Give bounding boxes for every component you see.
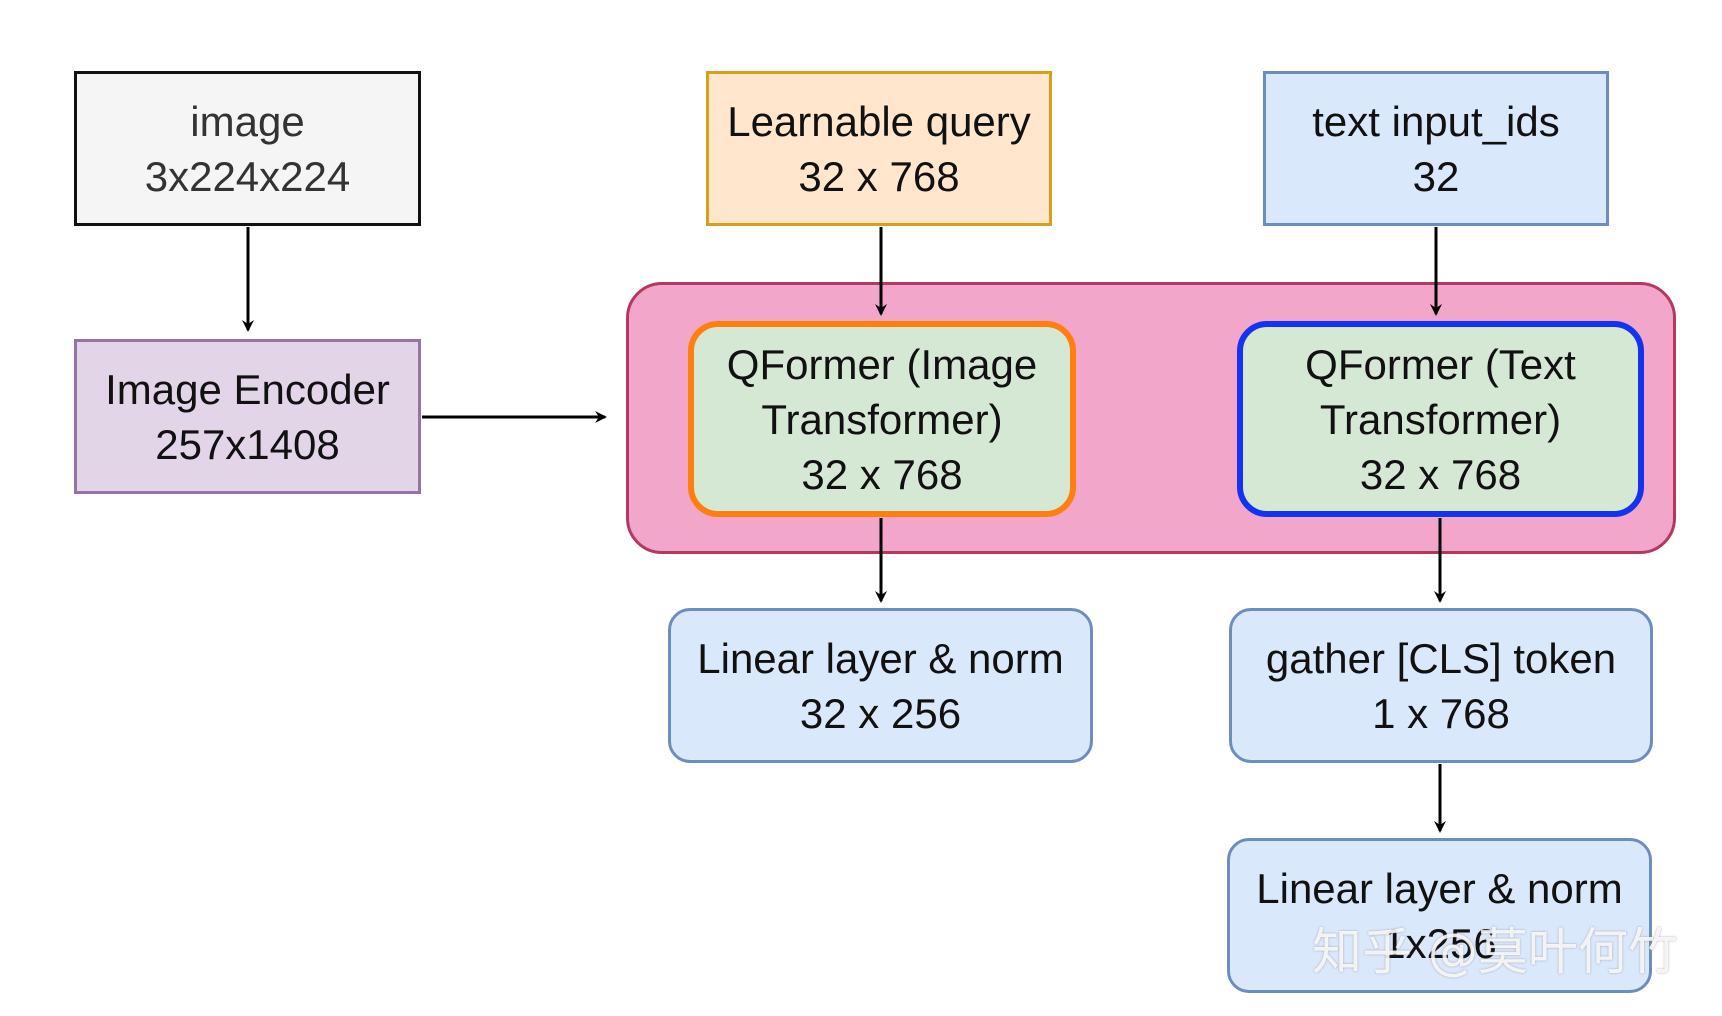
linear-norm-image-node: Linear layer & norm 32 x 256: [668, 608, 1093, 763]
linear-norm-text-node: Linear layer & norm 1x256: [1227, 838, 1652, 993]
learnable-query-title: Learnable query: [727, 97, 1031, 145]
linear-norm-text-title: Linear layer & norm: [1256, 864, 1623, 912]
text-input-node: text input_ids 32: [1263, 71, 1609, 226]
qformer-text-node: QFormer (Text Transformer) 32 x 768: [1237, 321, 1644, 517]
learnable-query-shape: 32 x 768: [798, 152, 960, 200]
qformer-image-title: QFormer (Image: [726, 340, 1038, 388]
gather-cls-node: gather [CLS] token 1 x 768: [1229, 608, 1653, 763]
image-encoder-title: Image Encoder: [105, 365, 390, 413]
qformer-text-subtitle: Transformer): [1319, 395, 1562, 443]
qformer-text-title: QFormer (Text: [1305, 340, 1576, 388]
linear-norm-image-title: Linear layer & norm: [697, 634, 1064, 682]
linear-norm-image-shape: 32 x 256: [799, 689, 962, 737]
learnable-query-node: Learnable query 32 x 768: [706, 71, 1052, 226]
qformer-text-shape: 32 x 768: [1359, 450, 1522, 498]
gather-cls-shape: 1 x 768: [1372, 689, 1510, 737]
image-encoder-node: Image Encoder 257x1408: [74, 339, 421, 494]
image-encoder-shape: 257x1408: [155, 420, 340, 468]
gather-cls-title: gather [CLS] token: [1265, 634, 1617, 682]
qformer-image-shape: 32 x 768: [801, 450, 963, 498]
text-input-shape: 32: [1412, 152, 1460, 200]
linear-norm-text-shape: 1x256: [1382, 919, 1497, 967]
image-input-node: image 3x224x224: [74, 71, 421, 226]
image-node-title: image: [190, 97, 305, 145]
watermark-text: 知乎 @莫叶何竹: [1312, 923, 1678, 981]
qformer-image-node: QFormer (Image Transformer) 32 x 768: [688, 321, 1076, 517]
image-node-shape: 3x224x224: [144, 152, 351, 200]
qformer-image-subtitle: Transformer): [761, 395, 1003, 443]
text-input-title: text input_ids: [1312, 97, 1560, 145]
